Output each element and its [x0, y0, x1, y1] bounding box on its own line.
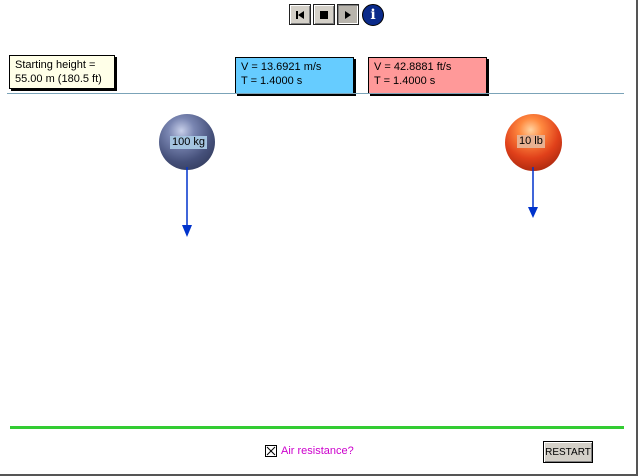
ground-line [10, 426, 624, 429]
restart-button[interactable]: RESTART [543, 441, 593, 463]
air-resistance-toggle[interactable]: Air resistance? [265, 445, 354, 457]
stop-icon [320, 10, 328, 19]
checkbox-x-icon [266, 446, 276, 456]
light-ball-velocity-arrow [528, 167, 538, 218]
stop-button[interactable] [313, 4, 335, 25]
red-time: T = 1.4000 s [374, 75, 436, 87]
skip-back-icon [296, 10, 304, 19]
starting-height-value: 55.00 m (180.5 ft) [15, 73, 102, 85]
red-velocity: V = 42.8881 ft/s [374, 61, 452, 73]
play-button[interactable] [337, 4, 359, 25]
blue-velocity: V = 13.6921 m/s [241, 61, 322, 73]
blue-time: T = 1.4000 s [241, 75, 303, 87]
blue-ball-readout: V = 13.6921 m/s T = 1.4000 s [235, 57, 354, 94]
info-button[interactable]: i [362, 4, 384, 26]
heavy-ball-velocity-arrow [182, 167, 192, 237]
drop-start-line [7, 93, 624, 94]
light-ball-mass-label: 10 lb [517, 135, 545, 148]
air-resistance-checkbox[interactable] [265, 445, 277, 457]
info-icon: i [370, 7, 376, 23]
rewind-button[interactable] [289, 4, 311, 25]
heavy-ball-mass-label: 100 kg [170, 136, 208, 149]
playback-toolbar: i [289, 4, 384, 26]
air-resistance-label: Air resistance? [281, 445, 354, 457]
starting-height-box: Starting height = 55.00 m (180.5 ft) [9, 55, 115, 89]
play-icon [345, 10, 351, 19]
starting-height-label: Starting height = [15, 59, 96, 71]
red-ball-readout: V = 42.8881 ft/s T = 1.4000 s [368, 57, 487, 94]
